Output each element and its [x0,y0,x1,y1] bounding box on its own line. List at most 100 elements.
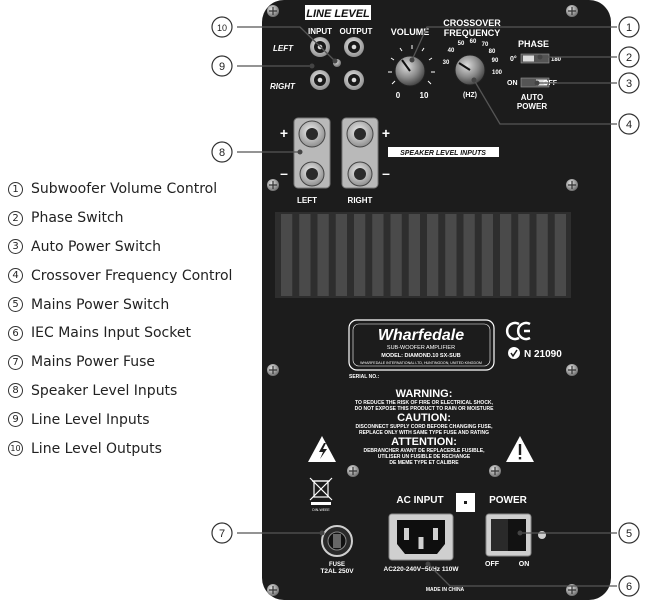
callout-marker: 6 [618,575,640,597]
phase-label: PHASE [518,39,549,49]
indicator-lamp [538,531,546,539]
rca-output-left[interactable] [344,37,364,57]
screw-icon [566,5,578,17]
phase-switch[interactable] [520,53,550,64]
callout-marker: 4 [618,113,640,135]
leader-endpoint-dots [297,54,543,567]
screw-icon [267,179,279,191]
screw-icon [267,364,279,376]
legend-item: 7 Mains Power Fuse [8,348,258,377]
heatsink-fin [281,214,293,296]
mains-on-label: ON [519,561,530,568]
power-label: POWER [517,102,547,111]
auto-label: AUTO [521,93,544,102]
legend-label: Mains Power Switch [31,296,170,313]
svg-text:10: 10 [217,23,227,33]
speaker-right-label: RIGHT [348,196,373,205]
legend-label: Line Level Inputs [31,411,150,428]
crossover-unit-label: (HZ) [463,92,477,99]
frequency-label: FREQUENCY [444,28,501,38]
speaker-left-positive-terminal[interactable] [298,120,326,148]
crossover-tick-50: 50 [458,41,465,47]
fuse-holder[interactable] [321,525,353,557]
ac-rating-label: AC220-240V~50Hz 110W [384,566,460,573]
svg-text:9: 9 [219,61,225,73]
crossover-tick-70: 70 [482,42,489,48]
rating-label-plate [348,319,495,371]
heatsink-fin [317,214,329,296]
speaker-level-title: SPEAKER LEVEL INPUTS [400,150,486,157]
heatsink-fin [390,214,402,296]
cert-check-icon [508,347,520,359]
iec-mains-socket[interactable] [388,513,454,561]
warning-line-1: TO REDUCE THE RISK OF FIRE OR ELECTRICAL… [355,400,493,406]
svg-text:7: 7 [219,528,225,540]
speaker-right-minus-sign: – [382,165,390,181]
speaker-right-negative-terminal[interactable] [347,161,373,187]
crossover-tick-60: 60 [470,39,477,45]
caution-line-1: DISCONNECT SUPPLY CORD BEFORE CHANGING F… [356,424,494,430]
ce-mark-icon [505,321,531,341]
line-left-label: LEFT [273,44,294,53]
legend-number: 4 [8,268,23,284]
line-level-title: LINE LEVEL [306,8,370,20]
speaker-left-plus-sign: + [280,125,288,141]
crossover-low-label: 30 [443,60,450,66]
callout-marker: 7 [211,522,233,544]
crossover-knob[interactable] [454,54,486,86]
legend-label: Mains Power Fuse [31,354,156,371]
high-voltage-warning-icon [308,436,336,462]
line-output-label: OUTPUT [340,27,373,36]
speaker-right-positive-terminal[interactable] [346,120,374,148]
screws [267,5,578,596]
screw-icon [347,465,359,477]
svg-text:8: 8 [219,147,225,159]
callout-marker: 5 [618,522,640,544]
legend-number: 2 [8,210,23,226]
crossover-tick-40: 40 [448,48,455,54]
model-label: MODEL: DIAMOND.10 SX-SUB [381,353,460,359]
rca-output-right[interactable] [344,70,364,90]
heatsink-fin [299,214,311,296]
heatsink-fin [427,214,439,296]
crossover-label: CROSSOVER [443,18,501,28]
svg-text:2: 2 [626,52,632,64]
speaker-left-minus-sign: – [280,165,288,181]
rca-input-right[interactable] [310,70,330,90]
volume-label: VOLUME [391,27,430,37]
legend-number: 7 [8,354,23,370]
speaker-left-negative-terminal[interactable] [299,161,325,187]
speaker-right-plus-sign: + [382,125,390,141]
legend-number: 6 [8,325,23,341]
svg-text:1: 1 [626,22,632,34]
line-input-label: INPUT [308,27,332,36]
screw-icon [566,364,578,376]
screw-icon [566,179,578,191]
line-right-label: RIGHT [270,82,296,91]
screw-icon [267,584,279,596]
svg-text:4: 4 [626,119,632,131]
fuse-label: FUSE [329,562,345,568]
heatsink-fin [354,214,366,296]
manufacturer-label: WHARFEDALE INTERNATIONAL LTD, HUNTINGDON… [360,361,482,365]
serial-label: SERIAL NO.: [349,374,380,380]
callout-marker: 1 [618,16,640,38]
volume-max-label: 10 [420,91,429,100]
screw-icon [566,584,578,596]
warning-line-2: DO NOT EXPOSE THIS PRODUCT TO RAIN OR MO… [355,406,494,412]
crossover-high-label: 100 [492,70,503,76]
legend-number: 1 [8,181,23,197]
callout-marker: 8 [211,141,233,163]
speaker-left-label: LEFT [297,196,317,205]
callout-marker: 3 [618,72,640,94]
mains-power-switch[interactable] [485,513,532,557]
made-in-label: MADE IN CHINA [426,587,465,593]
volume-knob[interactable] [394,55,426,87]
